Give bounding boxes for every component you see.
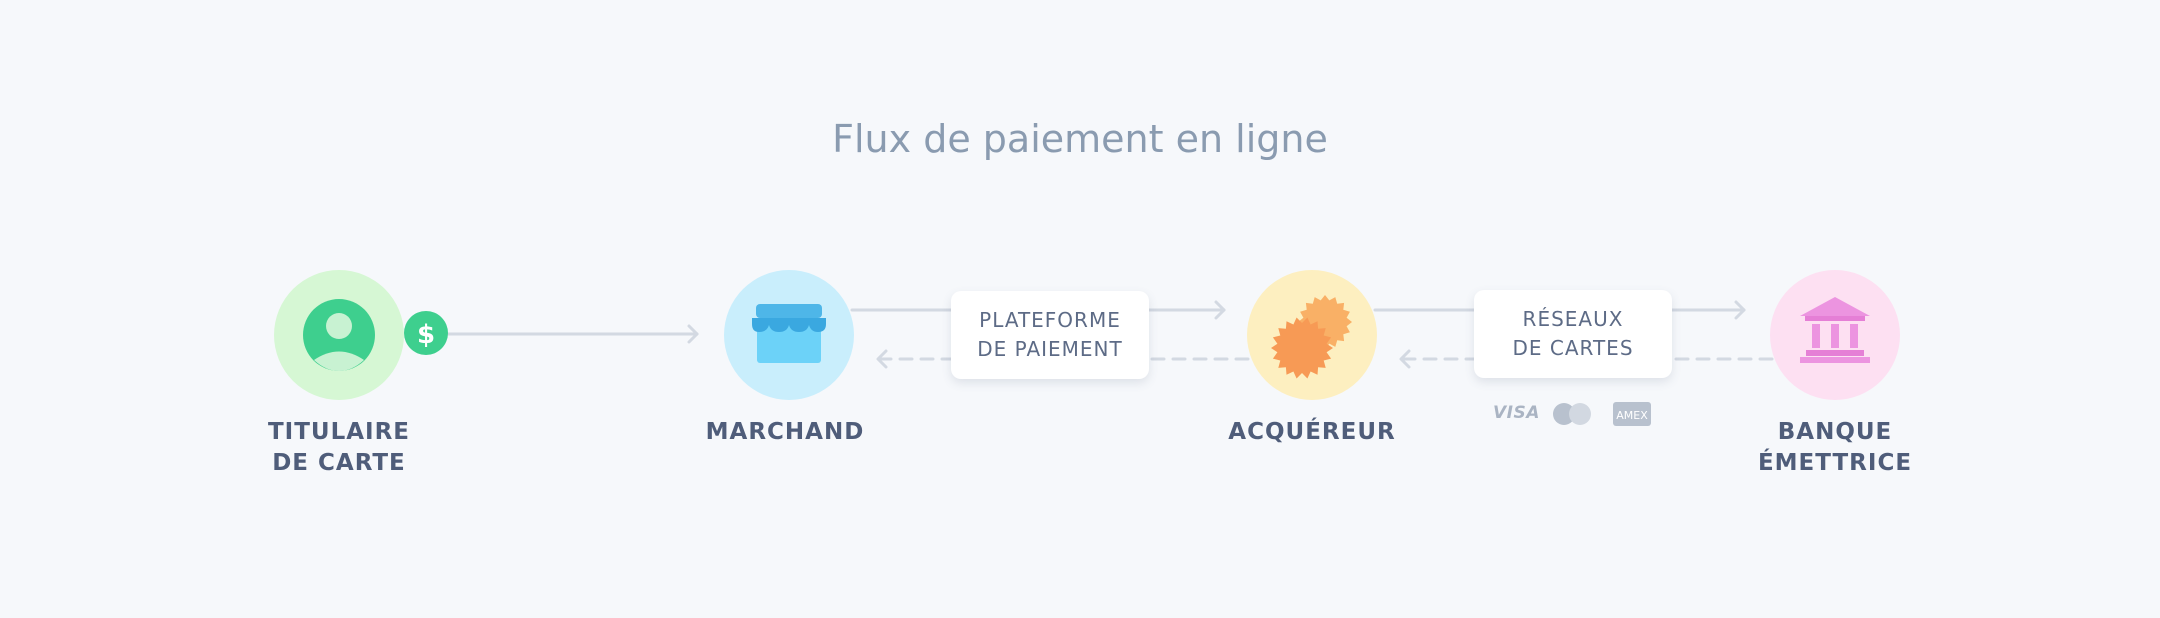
amex-icon: AMEX (1613, 402, 1651, 426)
amex-logo-text: AMEX (1616, 409, 1648, 422)
shop-icon (752, 304, 826, 363)
mastercard-icon (1553, 403, 1591, 425)
box-payment-platform: PLATEFORME DE PAIEMENT (951, 291, 1149, 379)
box-line: DE PAIEMENT (977, 337, 1123, 361)
label-line: ACQUÉREUR (1228, 419, 1396, 445)
node-merchant (724, 270, 854, 400)
svg-text:$: $ (417, 320, 435, 350)
arrow-head (1399, 349, 1411, 369)
label-line: BANQUE (1777, 419, 1893, 445)
label-line: TITULAIRE (267, 419, 411, 445)
label-line: ÉMETTRICE (1757, 450, 1913, 476)
node-issuer (1770, 270, 1900, 400)
gear-large (1271, 317, 1333, 379)
arrow-head (876, 349, 888, 369)
gears-icon (1271, 295, 1352, 379)
box-line: PLATEFORME (979, 308, 1121, 332)
bank-icon (1800, 297, 1870, 363)
box-card-networks: RÉSEAUX DE CARTES (1474, 290, 1672, 378)
label-line: MARCHAND (705, 419, 865, 445)
label-cardholder: TITULAIRE DE CARTE (209, 417, 469, 479)
label-acquirer: ACQUÉREUR (1182, 417, 1442, 448)
label-issuer: BANQUE ÉMETTRICE (1705, 417, 1965, 479)
dollar-icon: $ (404, 311, 448, 355)
visa-logo: VISA (1493, 403, 1540, 423)
arrow-head (1214, 300, 1226, 320)
arrow-head (687, 324, 699, 344)
box-line: DE CARTES (1512, 336, 1634, 360)
label-line: DE CARTE (272, 450, 406, 476)
user-icon (303, 299, 375, 371)
diagram-title: Flux de paiement en ligne (832, 117, 1328, 161)
label-merchant: MARCHAND (655, 417, 915, 448)
node-cardholder: $ (274, 270, 448, 400)
node-acquirer (1247, 270, 1377, 400)
arrow-head (1734, 300, 1746, 320)
box-line: RÉSEAUX (1522, 307, 1624, 331)
